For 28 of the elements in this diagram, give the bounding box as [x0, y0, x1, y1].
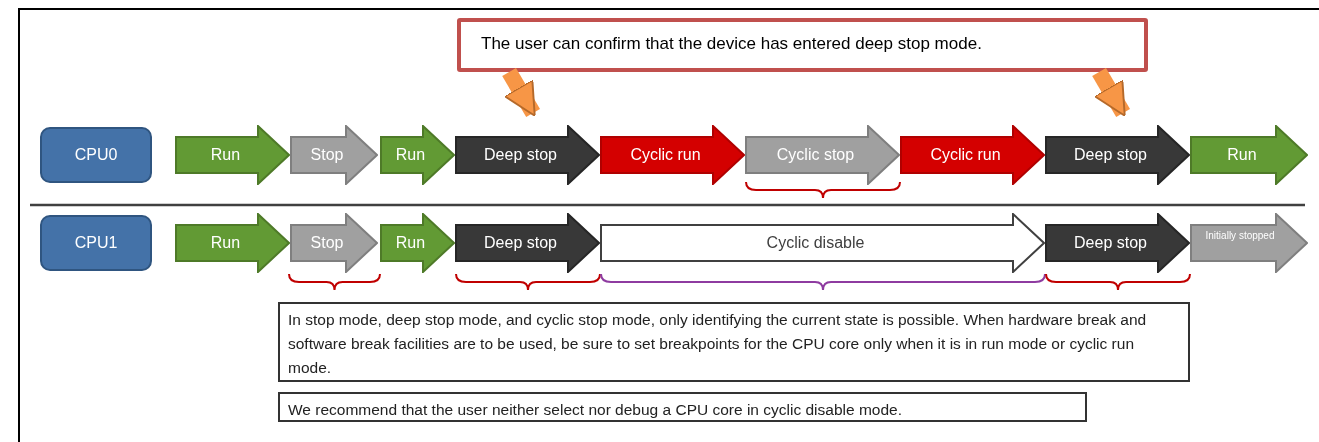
state-label: Deep stop [1073, 233, 1148, 253]
state-label: Deep stop [1073, 145, 1148, 165]
cpu-label: CPU0 [73, 146, 119, 164]
note-box [278, 392, 1087, 422]
state-label: Cyclic run [629, 145, 702, 165]
state-label: Deep stop [483, 145, 558, 165]
state-label: Cyclic run [929, 145, 1002, 165]
state-label: Run [209, 145, 242, 165]
arrow [1092, 67, 1130, 118]
state-label: Stop [309, 145, 345, 165]
callout-box [457, 18, 1148, 72]
state-label: Run [1226, 145, 1258, 165]
callout-text: The user can confirm that the device has entered deep stop mode. [481, 34, 982, 54]
state-label: Run [394, 233, 427, 253]
arrow [502, 67, 540, 118]
state-label: Stop [309, 233, 345, 253]
cpu-box [40, 215, 152, 271]
state-label: Run [209, 233, 242, 253]
cpu-box [40, 127, 152, 183]
state-label: Run [394, 145, 427, 165]
state-label: Deep stop [483, 233, 558, 253]
state-label: Cyclic disable [765, 233, 866, 253]
note-box [278, 302, 1190, 382]
state-label: Cyclic stop [775, 145, 856, 165]
note-text: In stop mode, deep stop mode, and cyclic stop mode, only identifying the current state is possible. When hardware break and software break facilities are to be used, be sure to set breakpoints for the CPU core only when it is in run mode or cyclic run mode. [288, 310, 1148, 378]
cpu-label: CPU1 [73, 234, 119, 252]
state-label: Initially stopped [1204, 229, 1276, 242]
note-text: We recommend that the user neither select nor debug a CPU core in cyclic disable mode. [288, 400, 903, 420]
